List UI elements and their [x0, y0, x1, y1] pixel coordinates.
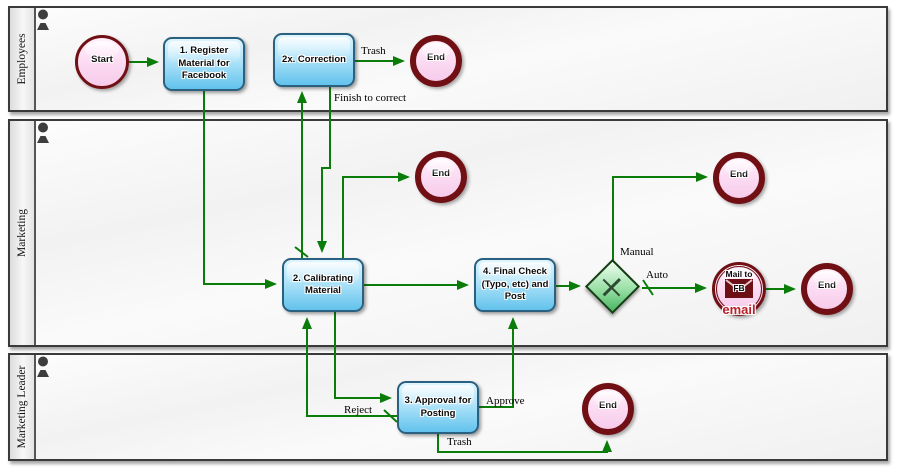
start-event-label: Start: [91, 53, 113, 65]
end-event-label: End: [599, 399, 617, 411]
task-register-material-label: 1. Register Material for Facebook: [178, 45, 230, 82]
task-final-check-label: 4. Final Check (Typo, etc) and Post: [481, 266, 549, 303]
task-calibrating-material-label: 2. Calibrating Material: [292, 272, 354, 296]
exclusive-gateway[interactable]: [584, 258, 641, 315]
envelope-icon: FB: [725, 279, 753, 298]
lane-marketing-leader-strip: Marketing Leader: [10, 355, 36, 459]
end-event-label: End: [427, 51, 445, 63]
mail-event-title: Mail to: [725, 269, 753, 279]
gateway-diamond: [584, 258, 641, 315]
end-event-marketing-top[interactable]: End: [415, 151, 467, 203]
end-event-label: End: [818, 279, 836, 291]
person-icon: [35, 9, 51, 37]
task-final-check[interactable]: 4. Final Check (Typo, etc) and Post: [474, 258, 556, 312]
flow-label-auto: Auto: [646, 269, 668, 281]
task-correction[interactable]: 2x. Correction: [273, 33, 355, 87]
lane-marketing-label: Marketing: [16, 209, 28, 257]
task-register-material[interactable]: 1. Register Material for Facebook: [163, 37, 245, 91]
flow-label-manual: Manual: [620, 246, 654, 258]
flow-label-reject: Reject: [344, 404, 373, 416]
mail-to-fb-event[interactable]: Mail to FB email: [712, 262, 766, 317]
mail-event-caption: email: [722, 302, 756, 317]
end-event-label: End: [730, 168, 748, 180]
task-approval-posting-label: 3. Approval for Posting: [404, 395, 472, 419]
task-approval-posting[interactable]: 3. Approval for Posting: [397, 381, 479, 434]
lane-employees-strip: Employees: [10, 8, 36, 110]
end-event-label: End: [432, 167, 450, 179]
end-event-marketing-manual[interactable]: End: [713, 152, 765, 204]
end-event-employees[interactable]: End: [410, 35, 462, 87]
person-icon: [35, 122, 51, 150]
flow-label-finish-to-correct: Finish to correct: [334, 92, 407, 104]
task-correction-label: 2x. Correction: [282, 53, 346, 65]
start-event[interactable]: Start: [75, 35, 129, 89]
lane-marketing-strip: Marketing: [10, 121, 36, 345]
task-calibrating-material[interactable]: 2. Calibrating Material: [282, 258, 364, 312]
lane-employees-label: Employees: [16, 33, 28, 85]
lane-marketing-leader-label: Marketing Leader: [16, 365, 28, 449]
end-event-leader[interactable]: End: [582, 383, 634, 435]
person-icon: [35, 356, 51, 384]
end-event-marketing-auto[interactable]: End: [801, 263, 853, 315]
flow-label-trash: Trash: [361, 45, 386, 57]
flow-label-trash: Trash: [447, 436, 472, 448]
flow-label-approve: Approve: [486, 395, 525, 407]
